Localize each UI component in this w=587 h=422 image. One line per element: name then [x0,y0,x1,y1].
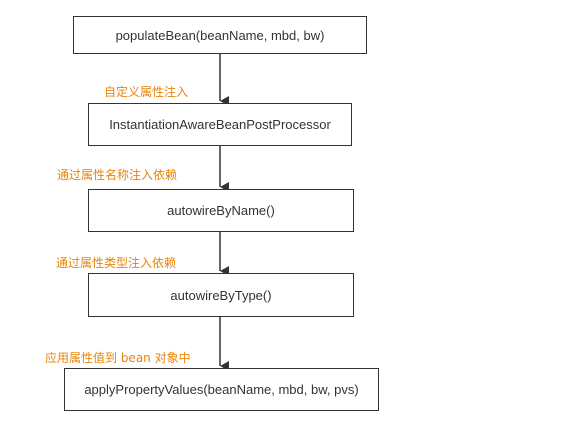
node-apply-property-values: applyPropertyValues(beanName, mbd, bw, p… [64,368,379,411]
node-autowire-by-type: autowireByType() [88,273,354,317]
edge-label-apply-property-values: 应用属性值到 bean 对象中 [45,351,191,365]
node-populate-bean: populateBean(beanName, mbd, bw) [73,16,367,54]
edge-label-inject-by-name: 通过属性名称注入依赖 [57,168,178,182]
edge-label-inject-by-type: 通过属性类型注入依赖 [56,256,177,270]
node-instantiation-aware-bean-post-processor: InstantiationAwareBeanPostProcessor [88,103,352,146]
edge-label-custom-property-injection: 自定义属性注入 [104,85,189,99]
node-autowire-by-name: autowireByName() [88,189,354,232]
